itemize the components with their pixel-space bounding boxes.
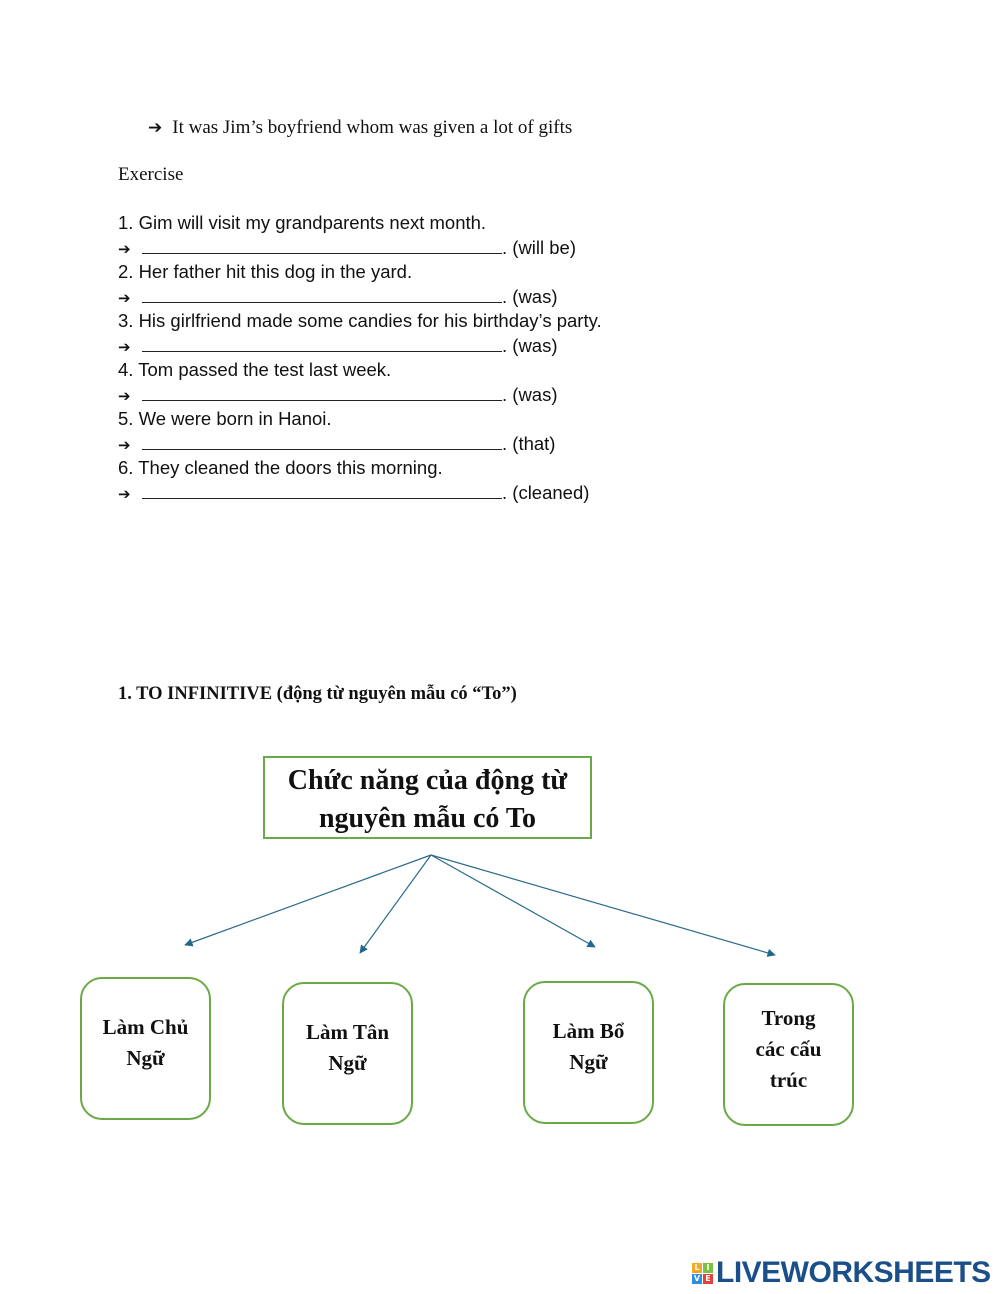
answer-blank-input[interactable] bbox=[142, 337, 502, 352]
exercise-title: Exercise bbox=[118, 164, 184, 185]
logo-letter: I bbox=[703, 1262, 713, 1273]
logo-text: LIVEWORKSHEETS bbox=[716, 1256, 991, 1289]
diagram-node-structures: Trong các cấu trúc bbox=[723, 983, 854, 1126]
diagram-node-subject: Làm Chủ Ngữ bbox=[80, 977, 211, 1120]
exercise-answer-row: ➔ . (will be) bbox=[118, 236, 602, 261]
answer-blank-input[interactable] bbox=[142, 484, 502, 499]
exercise-question: 5. We were born in Hanoi. bbox=[118, 408, 332, 429]
arrow-to-node-4 bbox=[430, 854, 776, 957]
exercise-answer-row: ➔ . (was) bbox=[118, 383, 602, 408]
diagram-node-object: Làm Tân Ngữ bbox=[282, 982, 413, 1125]
exercise-hint: . (was) bbox=[502, 334, 558, 356]
live-blocks-icon: L I V E bbox=[692, 1262, 713, 1284]
arrow-right-icon: ➔ bbox=[118, 288, 131, 307]
root-line: Chức năng của động từ bbox=[287, 765, 568, 796]
exercise-hint: . (cleaned) bbox=[502, 481, 590, 503]
arrow-right-icon: ➔ bbox=[118, 337, 131, 356]
exercise-question: 2. Her father hit this dog in the yard. bbox=[118, 261, 413, 282]
arrow-right-icon: ➔ bbox=[118, 484, 131, 503]
exercise-hint: . (was) bbox=[502, 285, 558, 307]
node-line: Trong bbox=[761, 1006, 816, 1030]
node-line: các cấu bbox=[755, 1037, 822, 1061]
exercise-question: 6. They cleaned the doors this morning. bbox=[118, 457, 443, 478]
exercise-answer-row: ➔ . (was) bbox=[118, 334, 602, 359]
exercise-answer-row: ➔ . (was) bbox=[118, 285, 602, 310]
node-line: Làm Chủ bbox=[102, 1015, 189, 1039]
arrow-right-icon: ➔ bbox=[118, 386, 131, 405]
section-title: 1. TO INFINITIVE (động từ nguyên mẫu có … bbox=[118, 684, 517, 704]
example-text: It was Jim’s boyfriend whom was given a … bbox=[172, 117, 573, 138]
answer-blank-input[interactable] bbox=[142, 435, 502, 450]
exercise-answer-row: ➔ . (that) bbox=[118, 432, 602, 457]
answer-blank-input[interactable] bbox=[142, 288, 502, 303]
arrow-to-node-2 bbox=[359, 854, 432, 954]
arrow-right-icon: ➔ bbox=[118, 239, 131, 258]
node-line: Ngữ bbox=[126, 1046, 165, 1070]
node-line: Làm Tân bbox=[305, 1020, 390, 1044]
liveworksheets-logo: L I V E LIVEWORKSHEETS bbox=[692, 1256, 991, 1290]
diagram-root-box: Chức năng của động từ nguyên mẫu có To bbox=[263, 756, 592, 839]
diagram-node-complement: Làm Bổ Ngữ bbox=[523, 981, 654, 1124]
arrow-to-node-3 bbox=[430, 854, 596, 948]
exercise-question: 4. Tom passed the test last week. bbox=[118, 359, 392, 380]
arrow-to-node-1 bbox=[184, 854, 432, 947]
node-line: trúc bbox=[769, 1068, 808, 1092]
logo-letter: V bbox=[692, 1273, 702, 1284]
exercise-hint: . (that) bbox=[502, 432, 556, 454]
node-line: Làm Bổ bbox=[552, 1019, 625, 1043]
answer-blank-input[interactable] bbox=[142, 239, 502, 254]
example-sentence: ➔ It was Jim’s boyfriend whom was given … bbox=[148, 117, 572, 139]
exercise-question: 3. His girlfriend made some candies for … bbox=[118, 310, 602, 331]
arrow-right-icon: ➔ bbox=[118, 435, 131, 454]
exercise-answer-row: ➔ . (cleaned) bbox=[118, 481, 602, 506]
node-line: Ngữ bbox=[328, 1051, 367, 1075]
answer-blank-input[interactable] bbox=[142, 386, 502, 401]
logo-letter: L bbox=[692, 1262, 702, 1273]
node-line: Ngữ bbox=[569, 1050, 608, 1074]
logo-letter: E bbox=[703, 1273, 713, 1284]
arrow-right-icon: ➔ bbox=[148, 118, 163, 138]
exercise-list: 1. Gim will visit my grandparents next m… bbox=[118, 211, 602, 505]
root-line: nguyên mẫu có To bbox=[318, 803, 537, 834]
exercise-hint: . (will be) bbox=[502, 236, 577, 258]
exercise-hint: . (was) bbox=[502, 383, 558, 405]
exercise-question: 1. Gim will visit my grandparents next m… bbox=[118, 212, 487, 233]
